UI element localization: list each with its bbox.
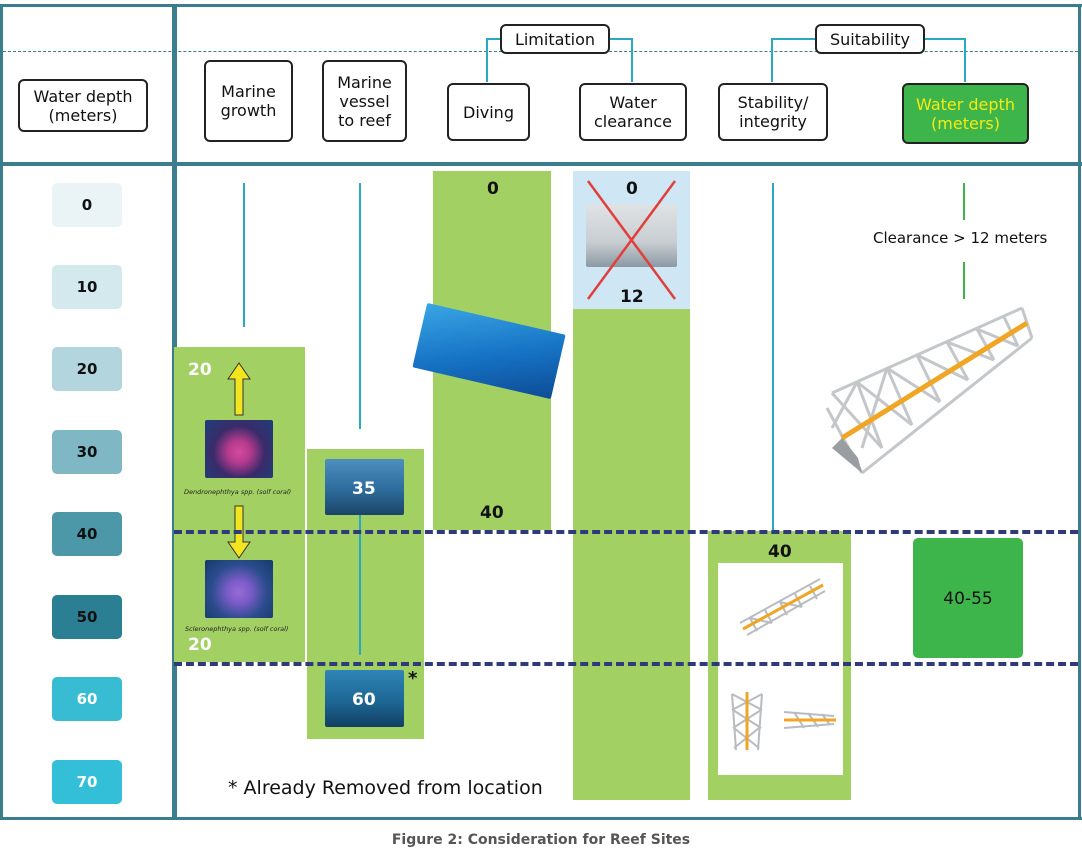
water-depth-header: Water depth (meters) <box>18 79 148 132</box>
clearance-top-label: 0 <box>626 179 638 199</box>
depth-40: 40 <box>52 512 122 556</box>
water-clearance-header: Water clearance <box>579 83 687 141</box>
truss-structure-small-icon <box>739 578 826 636</box>
stability-top-label: 40 <box>768 542 792 562</box>
depth-70: 70 <box>52 760 122 804</box>
wreck-35-label: 35 <box>352 479 376 499</box>
stability-line <box>772 183 774 535</box>
suitability-line-top <box>963 183 965 220</box>
vessel-line-bottom <box>359 515 361 655</box>
footnote: * Already Removed from location <box>228 777 543 799</box>
suitability-line-bottom <box>963 262 965 299</box>
cross-mark-icon <box>586 180 677 300</box>
coral-caption-2: Scleronephthya spp. (solf coral) <box>185 625 289 633</box>
limitation-header: Limitation <box>500 24 610 54</box>
soft-coral-photo-1 <box>205 420 273 478</box>
removed-asterisk: * <box>408 668 418 689</box>
dashed-line-40m <box>174 530 1078 534</box>
soft-coral-photo-2 <box>205 560 273 618</box>
truss-structure-large-icon <box>825 306 1034 475</box>
truss-tower-icon <box>731 692 763 751</box>
marine-growth-bottom-label: 20 <box>188 635 212 655</box>
frame-divider-horizontal <box>0 162 1082 166</box>
depth-20: 20 <box>52 347 122 391</box>
dashed-line-55m <box>174 662 1078 666</box>
coral-caption-1: Dendronephthya spp. (solf coral) <box>184 488 292 496</box>
diving-top-label: 0 <box>487 179 499 199</box>
frame-right <box>1078 4 1081 820</box>
clearance-bottom-label: 12 <box>620 287 644 307</box>
wreck-photo-60 <box>325 670 404 727</box>
figure-caption: Figure 2: Consideration for Reef Sites <box>391 832 691 848</box>
diving-header: Diving <box>447 83 530 141</box>
depth-0: 0 <box>52 183 122 227</box>
water-depth-suitability-header: Water depth (meters) <box>902 83 1029 144</box>
suitable-depth-range: 40-55 <box>943 589 993 609</box>
depth-30: 30 <box>52 430 122 474</box>
fishing-boat-photo <box>586 204 677 267</box>
suitability-header: Suitability <box>815 24 925 54</box>
header-connectors <box>486 38 966 82</box>
marine-growth-top-label: 20 <box>188 360 212 380</box>
stability-header: Stability/ integrity <box>718 83 828 141</box>
structures-panel <box>718 563 843 775</box>
diving-bottom-label: 40 <box>480 503 504 523</box>
marine-growth-header: Marine growth <box>204 60 293 142</box>
frame-top <box>0 4 1082 7</box>
depth-50: 50 <box>52 595 122 639</box>
truss-horizontal-icon <box>783 711 836 729</box>
depth-60: 60 <box>52 677 122 721</box>
clearance-note: Clearance > 12 meters <box>873 229 1048 247</box>
marine-growth-line <box>243 183 245 327</box>
frame-left <box>0 4 3 820</box>
marine-vessel-header: Marine vessel to reef <box>322 60 407 142</box>
depth-10: 10 <box>52 265 122 309</box>
wreck-60-label: 60 <box>352 690 376 710</box>
wreck-photo-35 <box>325 459 404 515</box>
frame-bottom <box>0 817 1082 820</box>
vessel-line-top <box>359 183 361 429</box>
arrow-up-icon <box>227 362 251 416</box>
suitable-depth-box <box>913 538 1023 658</box>
